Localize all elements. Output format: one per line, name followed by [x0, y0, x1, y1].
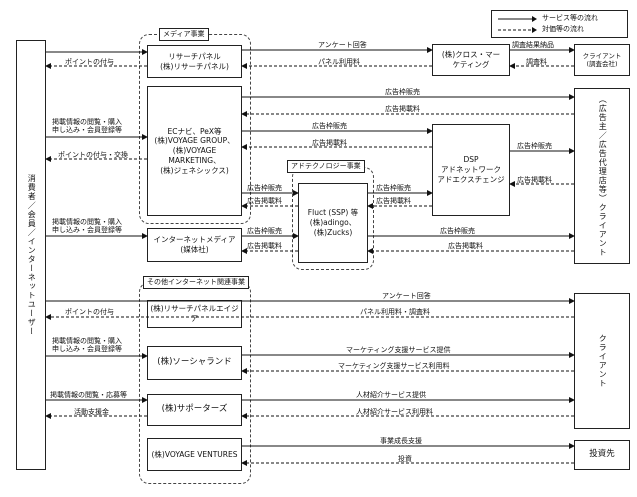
label-ad-sales-2: 広告枠販売 [312, 122, 347, 130]
label-hr-service: 人材紹介サービス提供 [356, 391, 426, 399]
ec-navi-box: ECナビ、PeX等 (株)VOYAGE GROUP、 (株)VOYAGE MAR… [147, 86, 242, 216]
label-ad-fee-1: 広告掲載料 [385, 105, 420, 113]
label-points-grant-2: ポイントの付与 [65, 308, 114, 316]
label-ad-fee-2: 広告掲載料 [312, 139, 347, 147]
label-points-exchange: ポイントの付与・交換 [58, 151, 128, 159]
label-points-grant: ポイントの付与 [65, 58, 114, 66]
label-investment: 投資 [398, 455, 412, 463]
fluct-box: Fluct (SSP) 等 (株)adingo、 (株)Zucks) [298, 183, 368, 263]
adtech-group-label: アドテクノロジー事業 [287, 160, 365, 173]
client-bottom-box: クライアント [574, 293, 630, 429]
research-agent-box: (株)リサーチパネルエイジア [147, 300, 242, 328]
label-marketing-fee: マーケティング支援サービス利用料 [338, 362, 450, 370]
label-survey-fee: 調査料 [526, 58, 547, 66]
cross-marketing-box: (株)クロス・マー ケティング [432, 44, 510, 76]
label-activity-support: 活動支援金 [74, 408, 109, 416]
supporters-box: (株)サポーターズ [147, 394, 242, 426]
client-bottom-label: クライアント [598, 334, 608, 388]
label-ad-sales-6: 広告枠販売 [247, 227, 282, 235]
advertiser-label: （広告主／広告代理店等）クライアント [598, 95, 608, 257]
consumer-label: 消費者／会員／インターネットユーザー [27, 174, 37, 336]
client-top-box: クライアント (調査会社) [574, 44, 630, 76]
label-ad-sales-7: 広告枠販売 [440, 227, 475, 235]
label-ad-sales-4: 広告枠販売 [247, 184, 282, 192]
social-land-box: (株)ソーシャランド [147, 346, 242, 380]
label-browse-apply: 掲載情報の閲覧・応募等 [50, 391, 127, 399]
label-survey-answer: アンケート回答 [318, 41, 367, 49]
dsp-box: DSP アドネットワーク アドエクスチェンジ [432, 124, 510, 216]
label-survey-answer-2: アンケート回答 [382, 292, 431, 300]
label-ad-fee-4: 広告掲載料 [247, 197, 282, 205]
label-ad-fee-7: 広告掲載料 [448, 242, 483, 250]
internet-media-box: インターネットメディア (媒体社) [147, 228, 242, 262]
legend: サービス等の流れ 対価等の流れ [491, 10, 628, 38]
label-growth-support: 事業成長支援 [380, 437, 422, 445]
investee-box: 投資先 [574, 440, 630, 470]
label-hr-fee: 人材紹介サービス利用料 [356, 408, 433, 416]
label-ad-sales-3: 広告枠販売 [517, 142, 552, 150]
advertiser-box: （広告主／広告代理店等）クライアント [574, 88, 630, 264]
label-ad-fee-3: 広告掲載料 [517, 176, 552, 184]
label-ad-sales-1: 広告枠販売 [385, 88, 420, 96]
other-group-label: その他インターネット関連事業 [143, 276, 249, 289]
label-marketing-service: マーケティング支援サービス提供 [346, 346, 451, 354]
media-group-label: メディア事業 [159, 28, 209, 41]
label-panel-fee-2: パネル利用料・調査料 [360, 308, 430, 316]
research-panel-box: リサーチパネル (株)リサーチパネル) [147, 45, 242, 78]
label-ad-sales-5: 広告枠販売 [376, 184, 411, 192]
label-browse-purchase-1: 掲載情報の閲覧・購入 申し込み・会員登録等 [52, 118, 122, 135]
voyage-ventures-box: (株)VOYAGE VENTURES [147, 438, 242, 471]
legend-solid-label: サービス等の流れ [542, 14, 598, 22]
label-panel-fee: パネル利用料 [318, 58, 360, 66]
consumer-box: 消費者／会員／インターネットユーザー [16, 40, 46, 470]
legend-dashed-label: 対価等の流れ [542, 25, 584, 33]
label-browse-purchase-2: 掲載情報の閲覧・購入 申し込み・会員登録等 [52, 218, 122, 235]
label-browse-purchase-3: 掲載情報の閲覧・購入 申し込み・会員登録等 [52, 337, 122, 354]
label-ad-fee-6: 広告掲載料 [247, 242, 282, 250]
label-survey-result: 調査結果納品 [512, 41, 554, 49]
label-ad-fee-5: 広告掲載料 [376, 197, 411, 205]
